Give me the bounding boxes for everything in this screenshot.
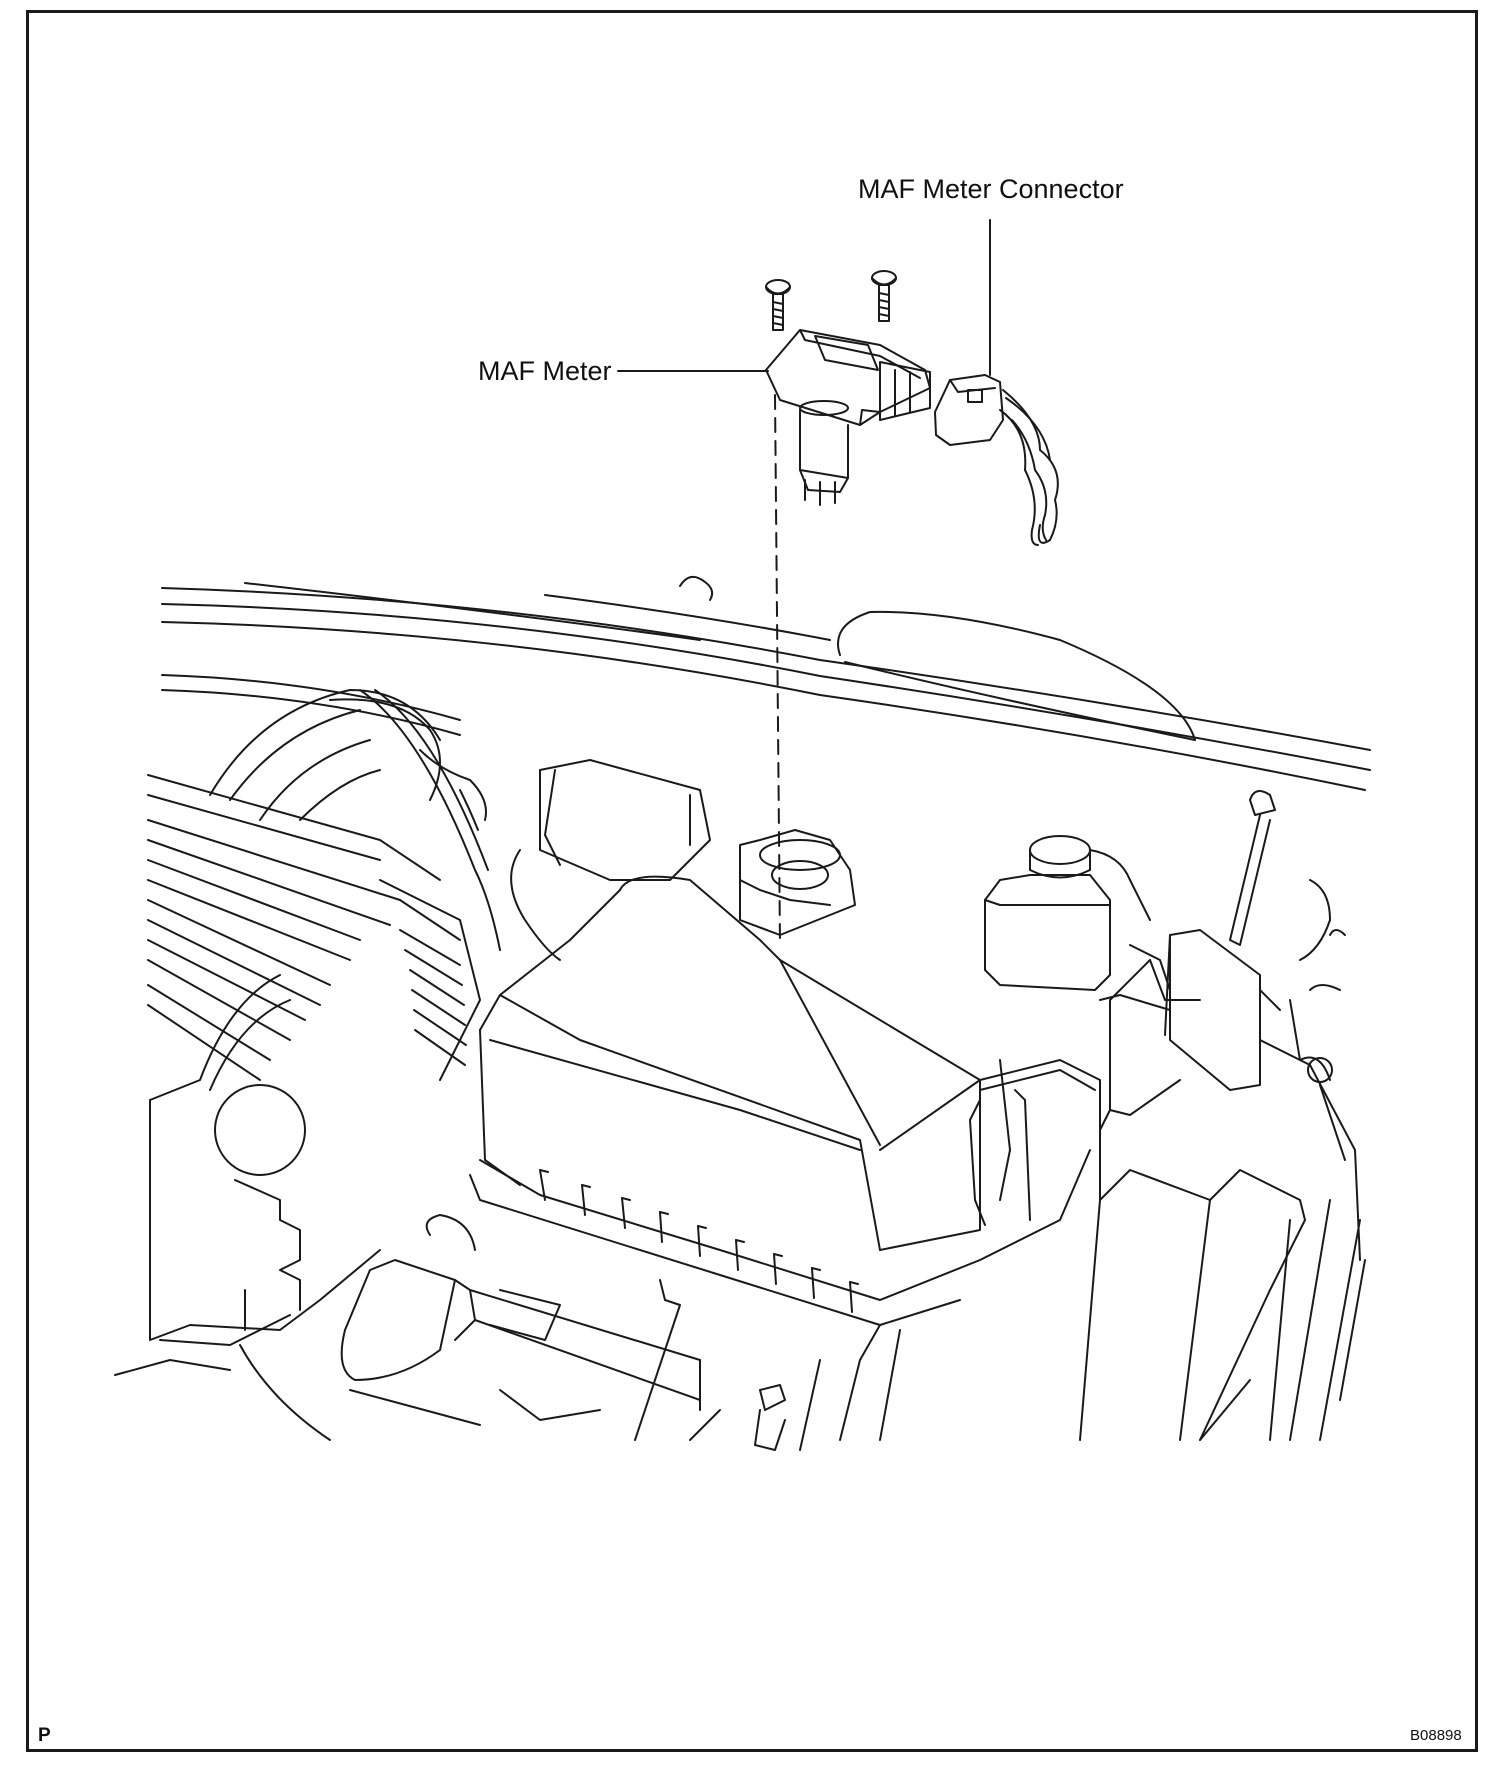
mounting-bolt-left — [766, 280, 790, 330]
mounting-bolt-right — [872, 271, 896, 321]
maf-meter-part — [766, 330, 930, 505]
engine-intake-left — [115, 690, 500, 1440]
cowl-lines — [162, 577, 1370, 790]
corner-code-left: P — [38, 1725, 51, 1746]
installation-dashed-line — [775, 395, 780, 945]
diagram-frame — [26, 10, 1478, 1752]
battery-and-wiring — [1080, 791, 1365, 1440]
lower-bracket-area — [342, 1215, 900, 1450]
figure-code: B08898 — [1410, 1727, 1462, 1744]
label-maf-meter-connector: MAF Meter Connector — [858, 174, 1124, 204]
maf-meter-connector-part — [935, 375, 1058, 545]
drawing-corner-detail — [1000, 1060, 1010, 1200]
label-maf-meter: MAF Meter — [478, 356, 612, 386]
brake-reservoir — [985, 836, 1150, 990]
air-cleaner-housing — [470, 760, 1100, 1325]
